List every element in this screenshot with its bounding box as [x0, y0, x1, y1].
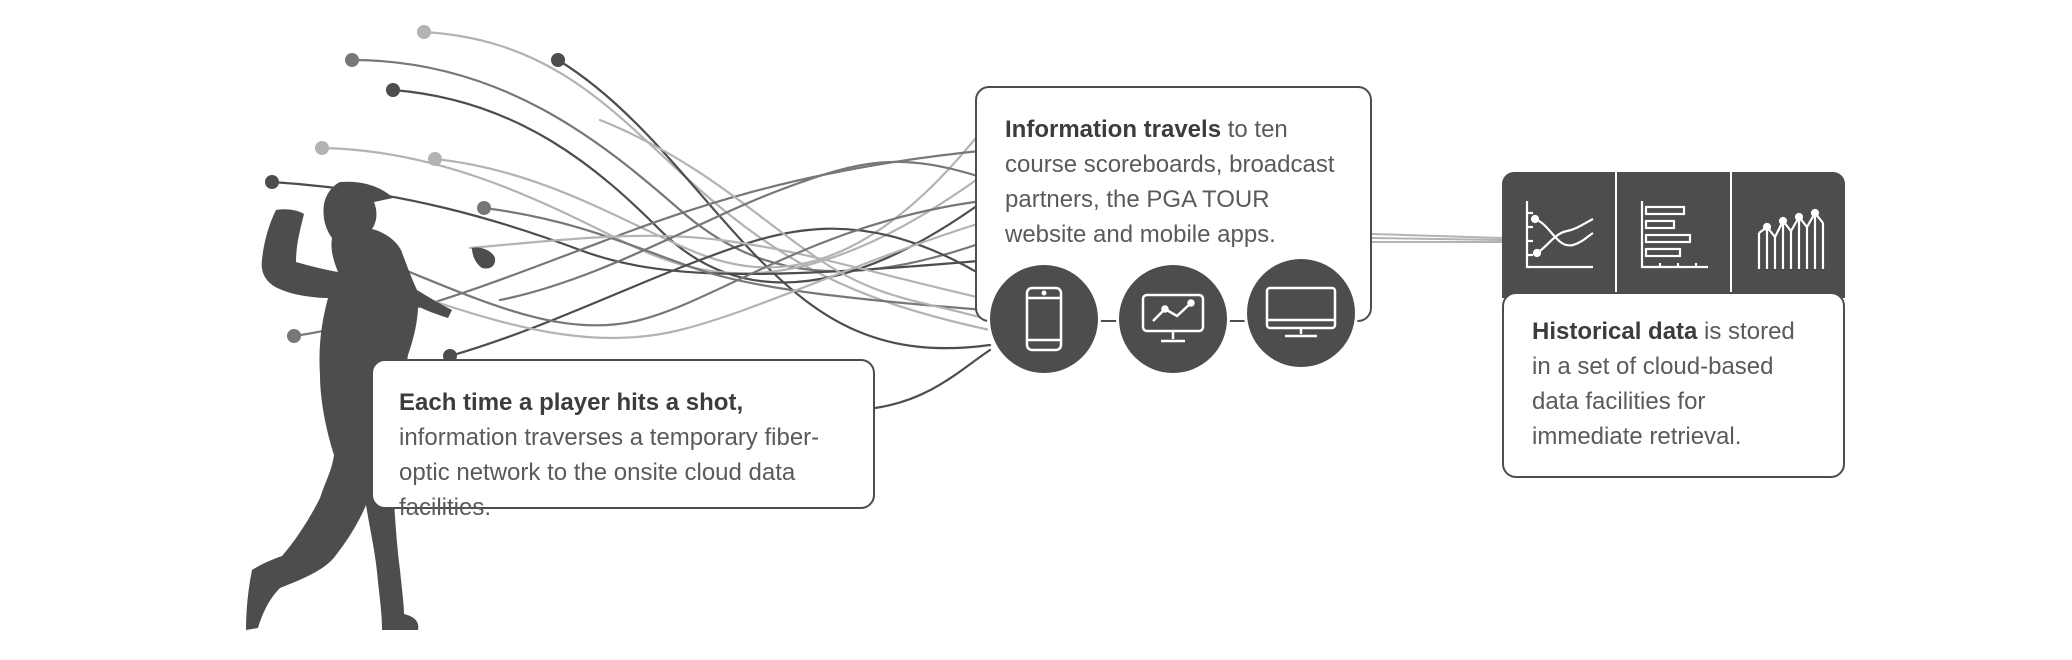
- data-point-dot: [551, 53, 565, 67]
- data-stream-line: [433, 118, 992, 269]
- data-stream-line: [482, 206, 987, 312]
- data-stream-line: [270, 180, 992, 276]
- phone-icon: [987, 262, 1101, 376]
- data-stream-lines: [270, 30, 992, 410]
- stream-to-storage-lines: [1371, 233, 1503, 243]
- shot-callout-bold: Each time a player hits a shot,: [399, 389, 744, 416]
- golfer-silhouette: [246, 181, 452, 630]
- shot-info-callout: Each time a player hits a shot, informat…: [371, 359, 875, 521]
- data-point-dot: [315, 141, 329, 155]
- data-point-dot: [287, 329, 301, 343]
- history-callout-bold: Historical data: [1532, 318, 1698, 345]
- data-stream-line: [556, 58, 992, 350]
- history-callout-text: is stored in a set of cloud-based data f…: [1532, 318, 1795, 450]
- data-stream-line: [422, 30, 992, 332]
- scatter-chart-icon: [1730, 172, 1845, 298]
- bar-chart-icon: [1615, 172, 1730, 298]
- travel-callout-text: to ten course scoreboards, broadcast par…: [1005, 116, 1335, 248]
- data-point-dots: [265, 25, 565, 363]
- laptop-chart-icon: [1116, 262, 1230, 376]
- data-point-dot: [265, 175, 279, 189]
- data-stream-line: [448, 227, 992, 358]
- data-stream-line: [498, 160, 992, 302]
- data-point-dot: [345, 53, 359, 67]
- data-point-dot: [417, 25, 431, 39]
- data-point-dot: [386, 83, 400, 97]
- shot-callout-text: information traverses a temporary fiber-…: [399, 424, 820, 521]
- cloud-storage-panel: [1502, 172, 1845, 298]
- golf-club-head: [472, 247, 496, 269]
- monitor-icon: [1244, 256, 1358, 370]
- data-stream-line: [378, 198, 992, 327]
- data-stream-line: [468, 234, 992, 302]
- data-stream-line: [873, 348, 992, 410]
- data-stream-line: [428, 218, 992, 340]
- historical-data-callout: Historical data is stored in a set of cl…: [1502, 292, 1845, 478]
- travel-callout-bold: Information travels: [1005, 116, 1222, 143]
- data-stream-line: [598, 118, 992, 322]
- data-point-dot: [428, 152, 442, 166]
- data-point-dot: [477, 201, 491, 215]
- line-chart-icon: [1502, 172, 1615, 298]
